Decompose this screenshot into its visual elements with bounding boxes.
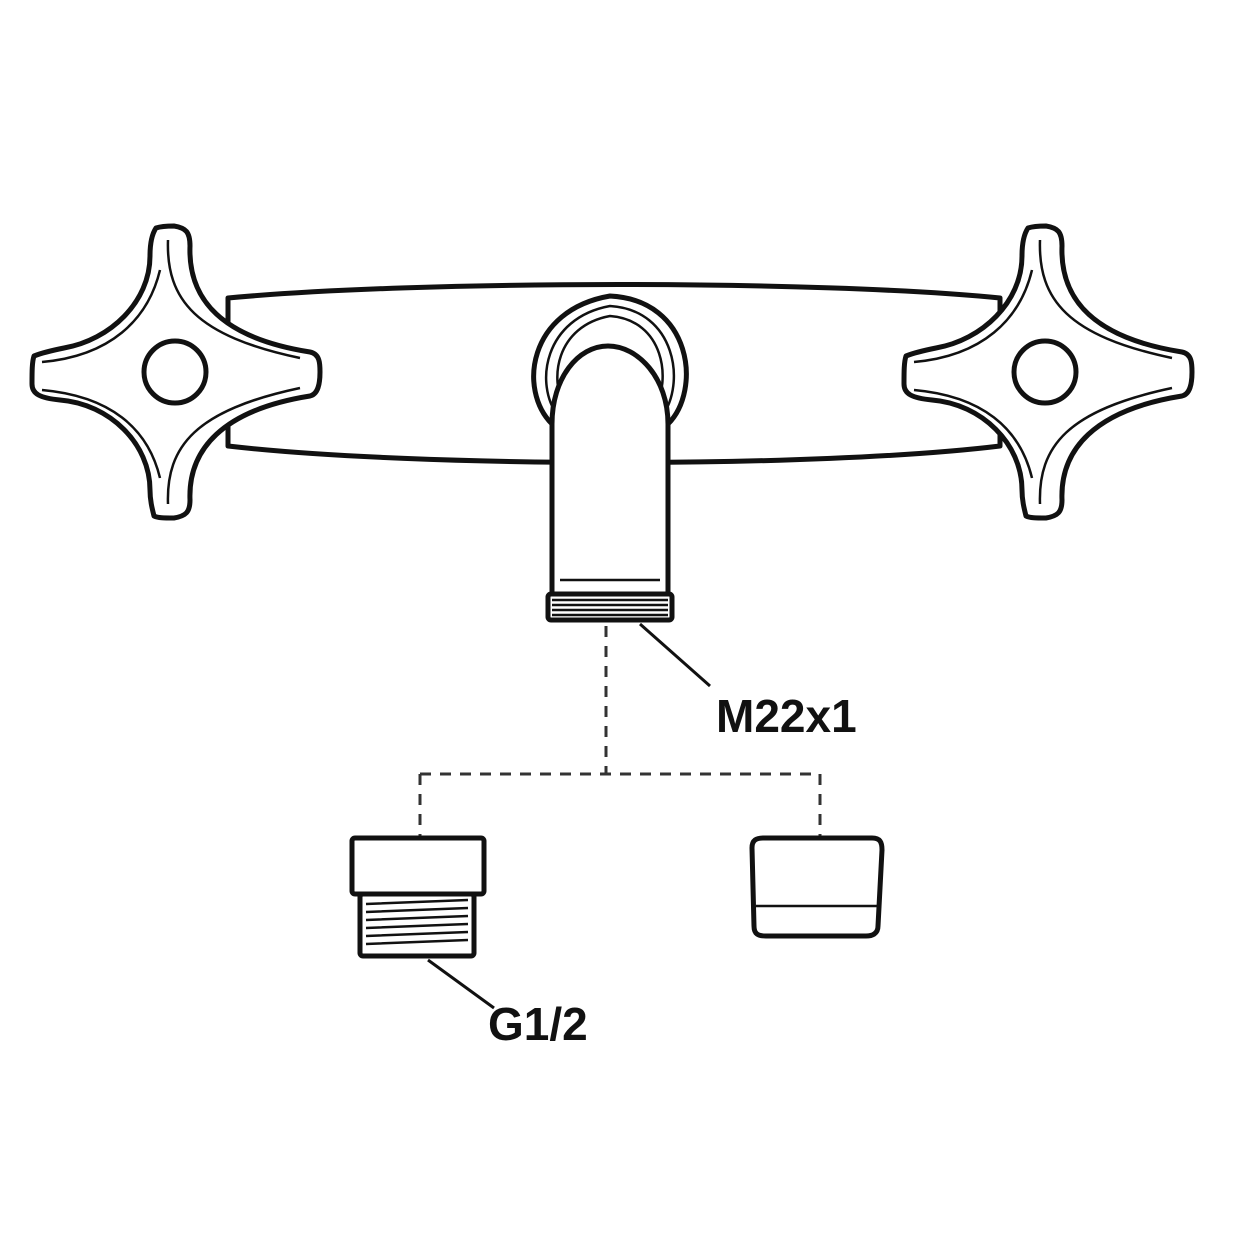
aerator [749, 835, 885, 939]
left-handle-cap [141, 338, 209, 406]
spout [549, 343, 671, 597]
threaded-adapter [349, 835, 487, 959]
right-handle [901, 223, 1195, 521]
left-handle-facet [41, 239, 301, 505]
connection-lines [418, 626, 822, 836]
spout-thread [545, 591, 675, 623]
adapter-thread-leader [427, 958, 495, 1010]
right-handle-cap [1011, 338, 1079, 406]
right-handle-facet [913, 239, 1173, 505]
left-handle [29, 223, 323, 521]
adapter-thread-label: G1/2 [488, 998, 588, 1050]
adapter-collar [349, 835, 487, 897]
spout-thread-leader [639, 622, 711, 688]
spout-thread-label: M22x1 [716, 690, 857, 742]
